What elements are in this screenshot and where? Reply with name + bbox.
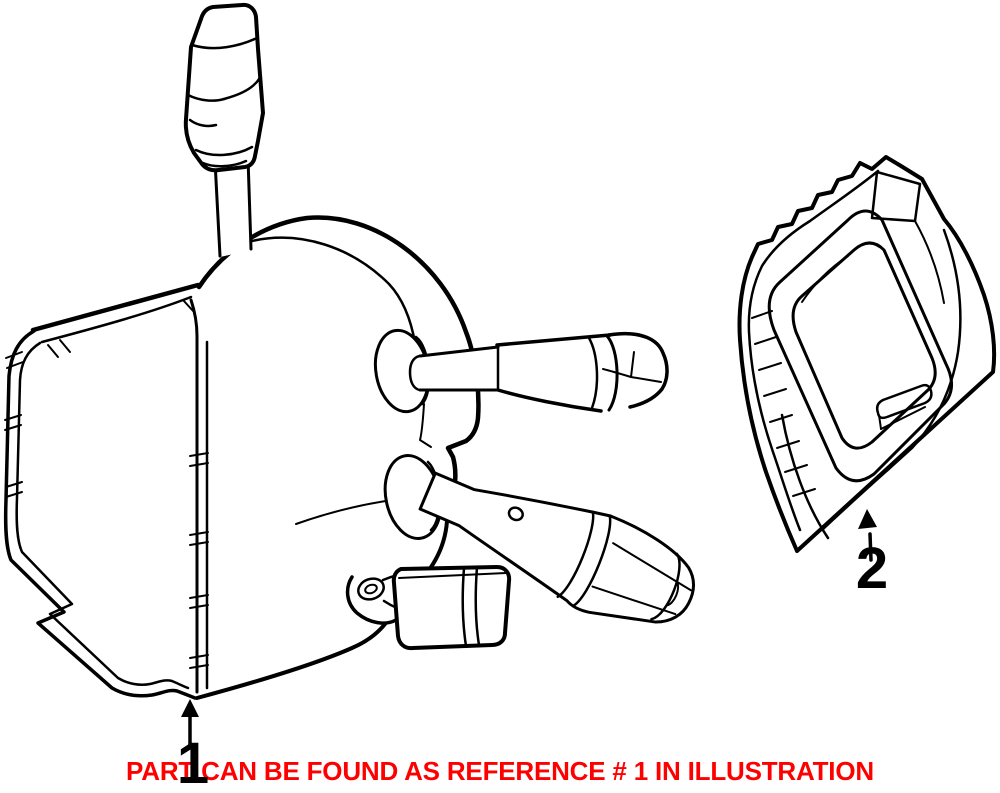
cover-opening	[791, 241, 937, 450]
housing-flange	[3, 282, 209, 700]
up-arrow-icon	[181, 699, 199, 717]
cover-slot-tab	[875, 383, 933, 430]
cover-rib-ladder	[751, 310, 816, 497]
flange-rib-ticks	[4, 299, 209, 669]
cover-ring-outer	[767, 209, 953, 483]
stalk-hole	[507, 506, 524, 522]
part-1-pointer-arrow	[181, 699, 199, 749]
up-arrow-icon	[858, 509, 877, 529]
wiper-stalk	[408, 332, 669, 413]
cover-outline	[737, 155, 997, 553]
cruise-stalk	[418, 471, 695, 624]
connector-block	[391, 565, 512, 651]
part-2-illustration	[737, 155, 997, 553]
reference-note: PART CAN BE FOUND AS REFERENCE # 1 IN IL…	[126, 756, 874, 786]
turn-signal-stalk	[183, 2, 265, 258]
part-2-pointer-arrow	[858, 509, 877, 562]
wiring-elbow	[345, 572, 415, 625]
part-2-ref-label: 2	[855, 536, 889, 601]
part-1-ref-label: 1	[176, 731, 210, 793]
part-1-illustration	[3, 2, 695, 700]
stalk-tip-facets	[602, 351, 662, 383]
upper-stalk-boss	[373, 328, 431, 414]
stalk-knob-segments	[186, 36, 261, 168]
